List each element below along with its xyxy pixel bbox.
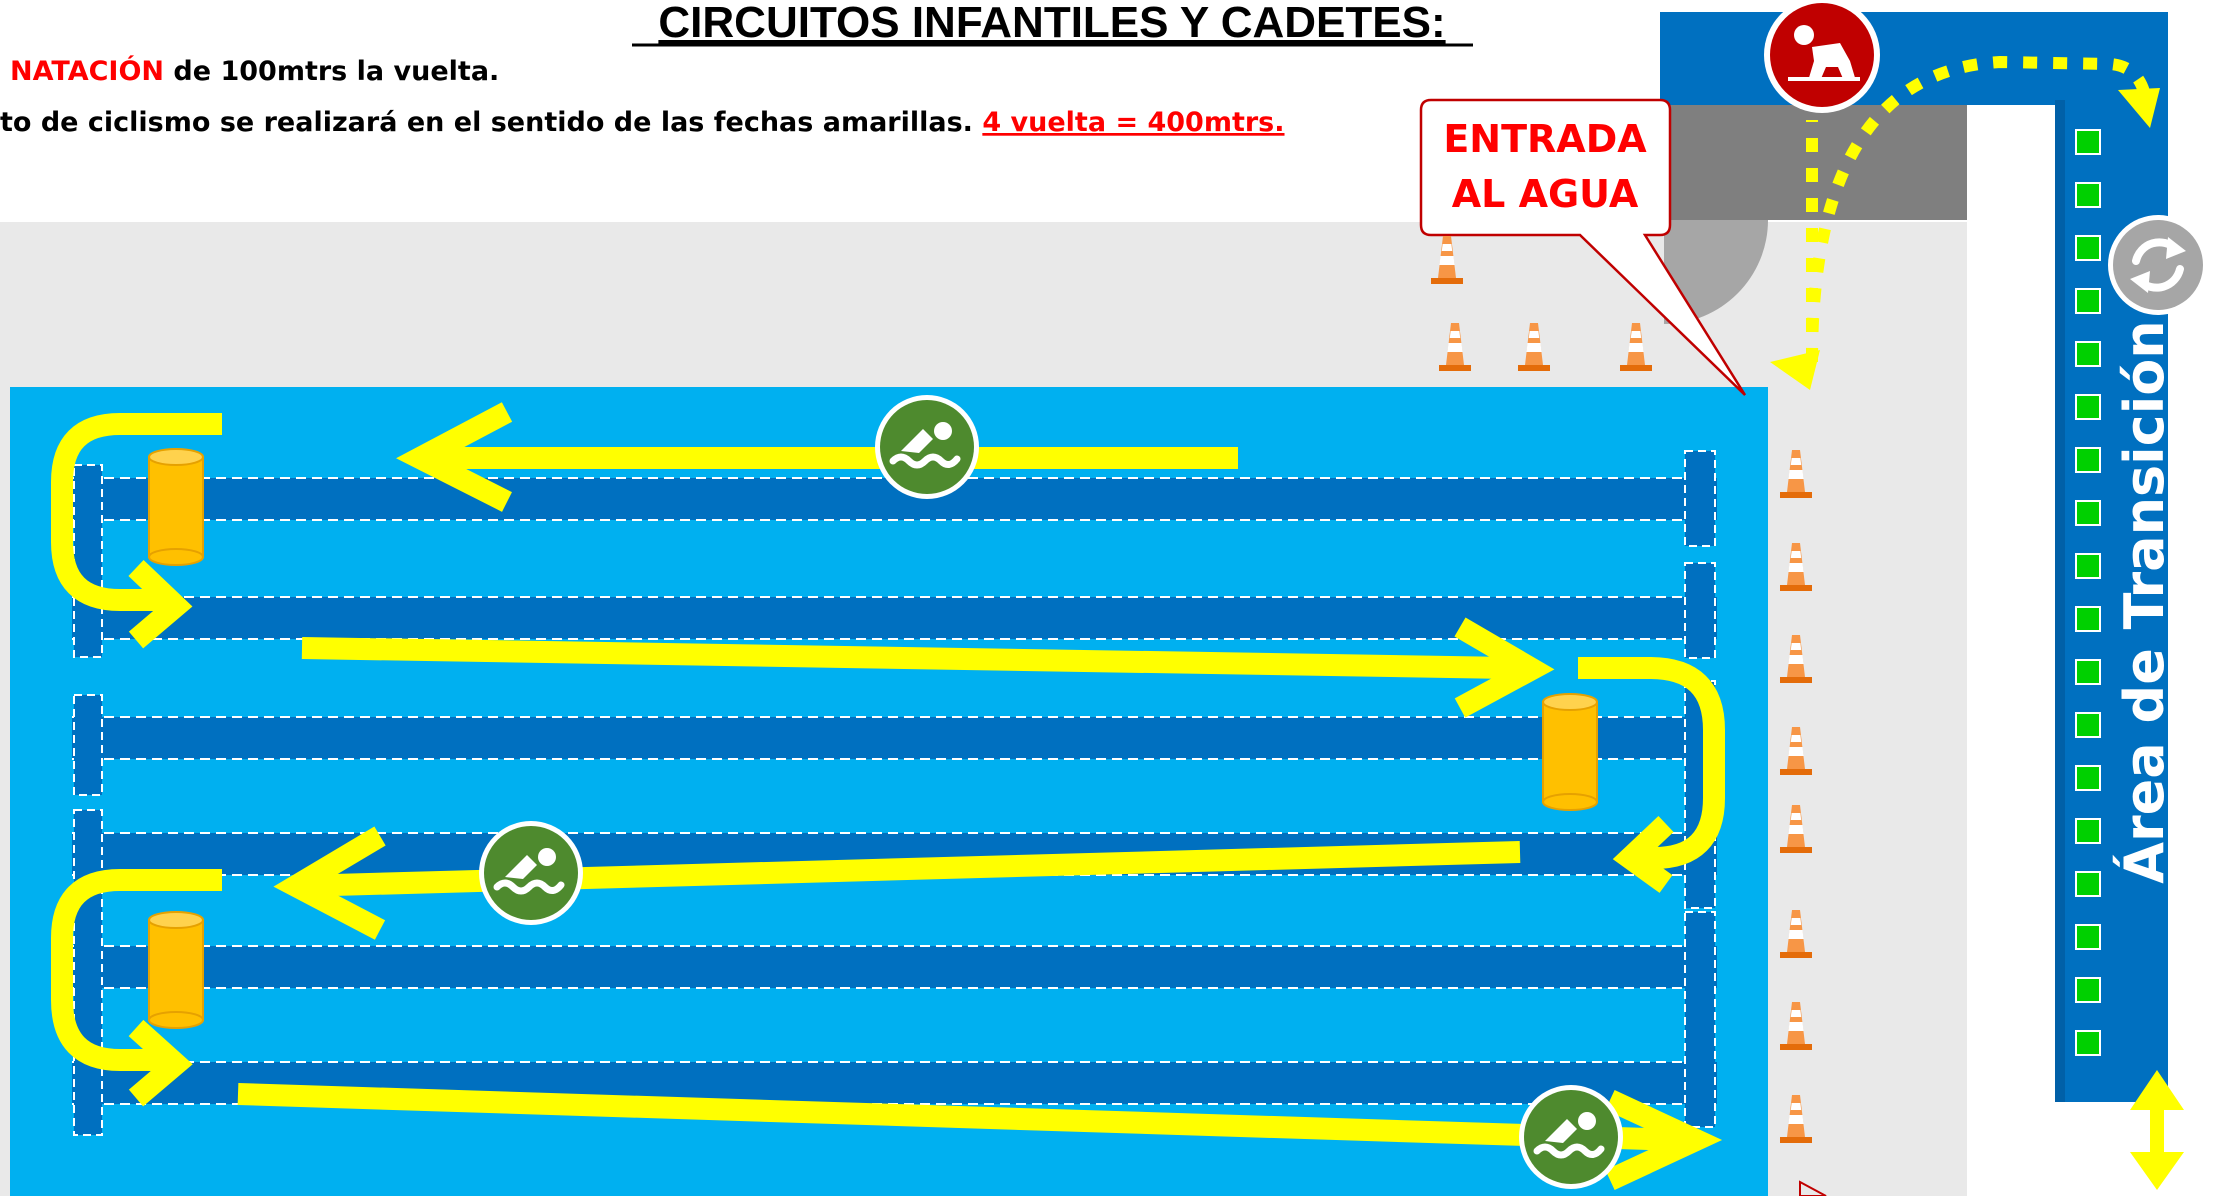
callout-line-1: ENTRADA — [1443, 117, 1647, 161]
runner-icon — [1764, 0, 1880, 113]
entry-ramp-curve — [1664, 220, 1768, 324]
note-swim-rest: de 100mtrs la vuelta. — [164, 56, 499, 87]
note-cycling-laps: 4 vuelta = 400mtrs. — [982, 107, 1284, 138]
swimmer-icon — [1519, 1085, 1623, 1189]
note-swim-highlight: NATACIÓN — [10, 55, 164, 87]
buoy-icon — [148, 448, 204, 566]
note-swim-distance: NATACIÓN de 100mtrs la vuelta. — [10, 55, 499, 87]
swimmer-icon — [479, 821, 583, 925]
buoy-icon — [1542, 693, 1598, 811]
red-arrow-fragment — [1799, 1180, 1827, 1196]
transition-inner-edge — [2055, 100, 2065, 1102]
dotted-run-path — [1806, 55, 2152, 363]
refresh-icon — [2108, 215, 2208, 315]
exit-double-arrow — [2130, 1070, 2184, 1190]
note-cycling-direction: to de ciclismo se realizará en el sentid… — [0, 107, 1285, 138]
pool-wall-markers — [73, 450, 1716, 1136]
transition-area-label: Área de Transición — [2113, 320, 2176, 884]
diagram-title: CIRCUITOS INFANTILES Y CADETES: — [658, 0, 1445, 47]
bike-racks — [2075, 129, 2101, 1056]
dotted-arrowhead-pool — [1770, 350, 1820, 390]
note-cycling-text: to de ciclismo se realizará en el sentid… — [0, 107, 982, 138]
dotted-arrowhead-top — [2118, 88, 2160, 128]
buoy-icon — [148, 911, 204, 1029]
water-entry-callout: ENTRADA AL AGUA — [1419, 98, 1747, 396]
swimmer-icon — [875, 395, 979, 499]
callout-line-2: AL AGUA — [1452, 172, 1639, 216]
